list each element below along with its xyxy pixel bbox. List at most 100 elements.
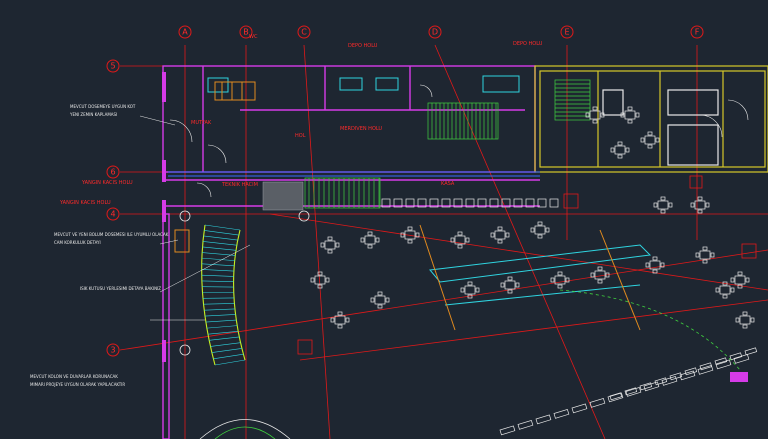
louver-panel <box>729 352 743 361</box>
label-mutfak[interactable]: MUTFAK <box>191 120 212 126</box>
ramp-tread <box>211 348 242 353</box>
ramp-tread <box>202 246 237 251</box>
label-depo-1[interactable]: DEPO HOLU <box>348 43 378 49</box>
svg-text:B: B <box>243 28 249 37</box>
door-swings <box>169 84 749 198</box>
table-set <box>490 226 510 244</box>
grid-bubble-f[interactable]: F <box>690 25 704 39</box>
grid-bubble-b[interactable]: B <box>239 25 253 39</box>
ramp-tread <box>202 252 236 256</box>
curved-ramp <box>201 224 246 366</box>
table-set <box>735 311 755 329</box>
ramp-tread <box>203 235 238 241</box>
cyan-fixtures <box>207 75 652 306</box>
counter-3 <box>482 75 520 93</box>
stair-flight-main <box>427 102 499 140</box>
ramp-tread <box>213 353 244 360</box>
ramp-tread <box>205 319 237 323</box>
table-set <box>550 271 570 289</box>
wall-markers <box>162 72 748 382</box>
bench-seat <box>453 198 463 208</box>
louver-panel <box>499 425 516 436</box>
annotation-6[interactable]: MEVCUT KOLON VE DUVARLAR KORUNACAK <box>30 374 118 379</box>
svg-text:A: A <box>182 28 188 37</box>
annotation-1[interactable]: MEVCUT DOSEMEYE UYGUN KOT <box>70 104 136 109</box>
label-kasa[interactable]: KASA <box>441 181 455 187</box>
table-set <box>585 106 605 124</box>
label-teknik[interactable]: TEKNIK HACIM <box>221 182 258 188</box>
table-set <box>460 281 480 299</box>
ramp-tread <box>204 224 241 231</box>
annotation-7[interactable]: MIMARI PROJEYE UYGUN OLARAK YAPILACAKTIR <box>30 382 125 387</box>
table-set <box>360 231 380 249</box>
louver-panel <box>517 419 534 430</box>
stair-flight-existing <box>554 79 591 121</box>
bench-seat <box>501 198 511 208</box>
bench-seat <box>549 198 559 208</box>
grid-line-c <box>303 44 331 439</box>
stair-flight-small <box>304 177 381 209</box>
bench-seat <box>381 198 391 208</box>
grid-bubble-c[interactable]: C <box>297 25 311 39</box>
table-set <box>620 106 640 124</box>
table-set <box>320 236 340 254</box>
table-set <box>370 291 390 309</box>
label-merdiven[interactable]: MERDIVEN HOLU <box>340 126 382 132</box>
grid-bubble-a[interactable]: A <box>178 25 192 39</box>
bench-seat <box>393 198 403 208</box>
annotation-3[interactable]: MEVCUT VE YENI BOLUM DOSEMESI ILE UYUMLU… <box>54 232 169 237</box>
grid-bubble-d[interactable]: D <box>428 25 442 39</box>
grid-bubble-e[interactable]: E <box>560 25 574 39</box>
louver-panel <box>684 367 698 376</box>
table-set <box>610 141 630 159</box>
bench-seat <box>525 198 535 208</box>
bench-seat <box>489 198 499 208</box>
site-curve <box>199 289 741 439</box>
label-wc[interactable]: WC <box>249 34 258 40</box>
louver-panel <box>697 364 714 375</box>
louver-panel <box>654 377 668 386</box>
louver-panel <box>535 414 552 425</box>
label-depo-2[interactable]: DEPO HOLU <box>513 41 543 47</box>
elevator-shaft-1 <box>602 89 624 116</box>
louver-panel <box>744 347 758 356</box>
louver-panel <box>553 408 570 419</box>
louver-panel <box>733 353 750 364</box>
grid-bubble-3[interactable]: 3 <box>106 343 120 357</box>
label-yangin-1[interactable]: YANGIN KACIS HOLU <box>81 180 133 186</box>
label-yangin-2[interactable]: YANGIN KACIS HOLU <box>59 200 111 206</box>
louver-panel <box>715 359 732 370</box>
annotation-5[interactable]: ISIK KUTUSU YERLESIMI DETAYA BAKINIZ <box>80 286 161 291</box>
bench-seat <box>429 198 439 208</box>
counter-1 <box>339 77 363 91</box>
table-set <box>500 276 520 294</box>
wall-outline <box>162 65 540 439</box>
grid-bubble-5[interactable]: 5 <box>106 59 120 73</box>
louver-panel <box>607 392 624 403</box>
table-set <box>730 271 750 289</box>
louver-panel <box>714 357 728 366</box>
grid-bubble-6[interactable]: 6 <box>106 165 120 179</box>
leader-lines <box>139 115 251 321</box>
bench-seat <box>513 198 523 208</box>
table-set <box>715 281 735 299</box>
bench-seat <box>477 198 487 208</box>
annotation-4[interactable]: CAM KORKULUK DETAYI <box>54 240 101 245</box>
table-set <box>590 266 610 284</box>
svg-text:F: F <box>695 28 700 37</box>
table-set <box>530 221 550 239</box>
table-set <box>645 256 665 274</box>
louver-panel <box>609 392 623 401</box>
label-hol[interactable]: HOL <box>295 133 306 139</box>
annotation-2[interactable]: YENI ZEMIN KAPLAMASI <box>69 112 117 117</box>
bench-seat <box>441 198 451 208</box>
ramp-tread <box>204 314 236 317</box>
louver-panel <box>639 382 653 391</box>
grid-bubble-4[interactable]: 4 <box>106 207 120 221</box>
annotations: MEVCUT DOSEMEYE UYGUN KOT YENI ZEMIN KAP… <box>30 104 169 387</box>
grid-line-diag-2 <box>299 299 768 361</box>
seating-rail <box>429 244 652 283</box>
louver-panel <box>625 386 642 397</box>
louver-panel <box>589 397 606 408</box>
